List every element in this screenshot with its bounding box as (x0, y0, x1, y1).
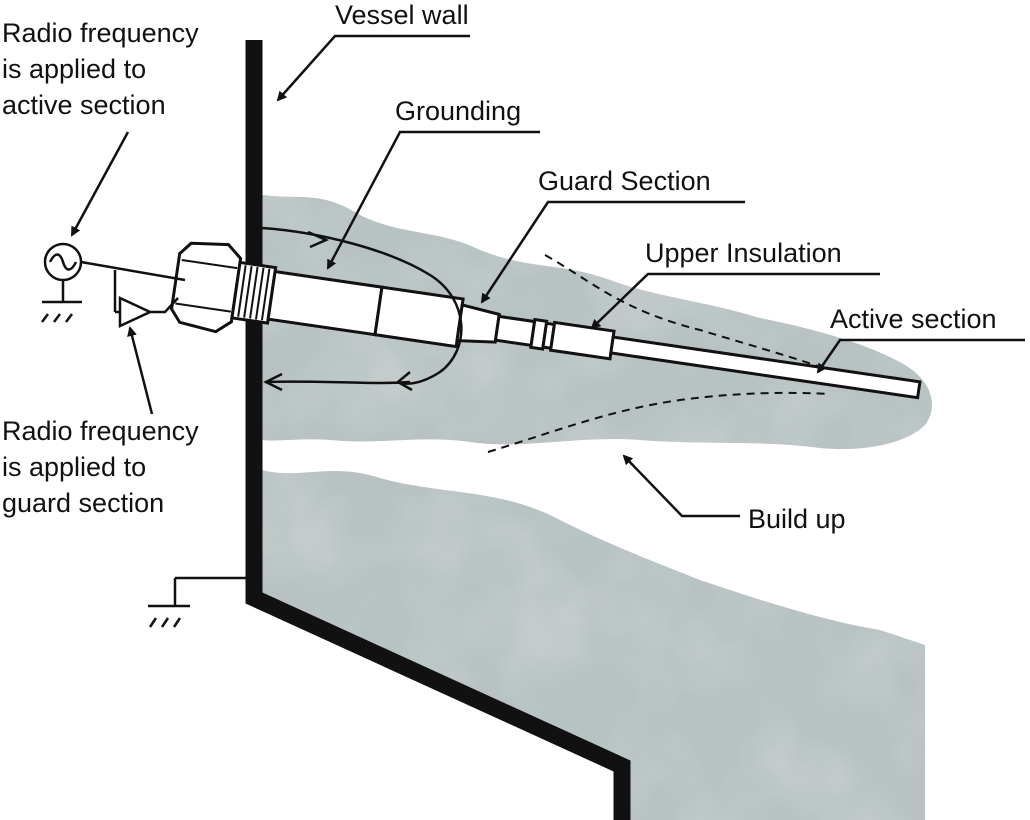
label-upper-insulation: Upper Insulation (645, 238, 842, 268)
buffer-amplifier-icon (113, 270, 179, 328)
label-rf-active-2: is applied to (2, 54, 146, 84)
rf-source-icon (43, 242, 83, 282)
leader-guard-section (480, 200, 745, 304)
leader-rf-guard (127, 326, 154, 415)
leader-build-up (622, 454, 740, 518)
ground-icon (148, 604, 190, 628)
leader-active-section (816, 338, 1025, 374)
field-line-lower (487, 391, 831, 453)
hex-nut (170, 241, 243, 334)
label-vessel-wall: Vessel wall (335, 0, 469, 30)
label-rf-active-1: Radio frequency (2, 18, 199, 48)
label-build-up: Build up (748, 504, 846, 534)
label-active-section: Active section (830, 304, 997, 334)
guard-section-part (455, 303, 501, 344)
grounding-field-loop (261, 226, 463, 385)
label-rf-guard-3: guard section (2, 488, 164, 518)
leader-rf-active (70, 131, 130, 237)
field-line-upper (544, 254, 851, 379)
ground-icon (41, 300, 82, 323)
probe-assembly (170, 241, 922, 400)
label-guard-section: Guard Section (538, 166, 711, 196)
label-rf-guard-2: is applied to (2, 452, 146, 482)
leader-upper-insulation (590, 272, 880, 330)
probe-body-ring (373, 285, 465, 349)
label-grounding: Grounding (395, 96, 521, 126)
active-rod (609, 335, 922, 400)
build-up-material (262, 195, 933, 820)
label-rf-guard-1: Radio frequency (2, 416, 199, 446)
label-rf-active-3: active section (2, 90, 166, 120)
leader-grounding (326, 130, 540, 270)
leader-vessel-wall (276, 34, 470, 102)
